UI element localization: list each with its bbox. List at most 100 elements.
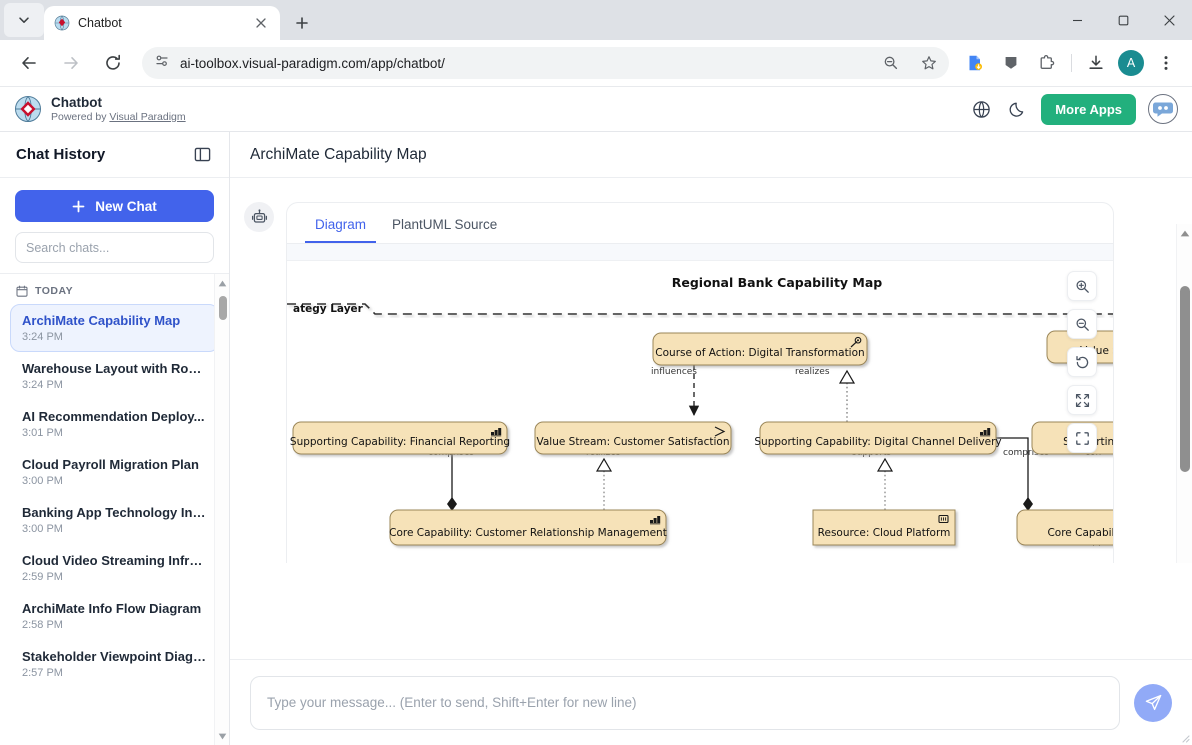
main-scrollbar-thumb[interactable] — [1180, 286, 1190, 472]
chat-item-cloud-video-streaming[interactable]: Cloud Video Streaming Infra... 2:59 PM — [10, 544, 219, 592]
downloads-icon[interactable] — [1081, 48, 1111, 78]
three-dot-menu-icon[interactable] — [1151, 48, 1181, 78]
search-input[interactable] — [15, 232, 214, 263]
chat-item-time: 3:01 PM — [22, 427, 63, 439]
diagram-node[interactable]: Course of Action: Digital Transformation — [652, 332, 868, 366]
reload-button[interactable] — [97, 47, 129, 79]
fullscreen-frame-icon — [1075, 431, 1089, 445]
plus-icon — [296, 17, 308, 29]
browser-tabstrip: Chatbot — [0, 0, 1192, 40]
window-close-button[interactable] — [1146, 0, 1192, 40]
diagram-node-label: Resource: Cloud Platform — [818, 527, 951, 539]
diagram-node[interactable]: Supporting Capability: Digital Channel D… — [754, 421, 1002, 455]
bookmark-manager-icon[interactable] — [996, 48, 1026, 78]
chat-item-stakeholder-viewpoint[interactable]: Stakeholder Viewpoint Diagr... 2:57 PM — [10, 640, 219, 688]
scroll-up-arrow-icon[interactable] — [215, 276, 229, 290]
visual-paradigm-globe-icon — [54, 15, 70, 31]
page-title: ArchiMate Capability Map — [230, 132, 1192, 178]
diagram-node[interactable]: Supporting Capability: Financial Reporti… — [290, 421, 510, 455]
visual-paradigm-logo-icon — [14, 95, 42, 123]
brand-title: Chatbot — [51, 95, 102, 111]
new-tab-button[interactable] — [288, 9, 316, 37]
maximize-button[interactable] — [1100, 0, 1146, 40]
diagram-node[interactable]: Resource: Cloud Platform — [812, 509, 956, 546]
send-button[interactable] — [1134, 683, 1172, 722]
diagram-node[interactable]: Core Capabilit — [1016, 509, 1113, 546]
tab-search-button[interactable] — [4, 3, 44, 37]
new-chat-button[interactable]: New Chat — [15, 190, 214, 222]
chat-item-cloud-payroll[interactable]: Cloud Payroll Migration Plan 3:00 PM — [10, 448, 219, 496]
chat-item-banking-app[interactable]: Banking App Technology Int... 3:00 PM — [10, 496, 219, 544]
address-bar-url: ai-toolbox.visual-paradigm.com/app/chatb… — [180, 55, 445, 71]
minimize-button[interactable] — [1054, 0, 1100, 40]
tab-diagram[interactable]: Diagram — [305, 211, 377, 243]
resize-handle[interactable] — [1180, 733, 1190, 743]
diagram-node[interactable]: Value Stream: Customer Satisfaction — [534, 421, 732, 455]
language-button[interactable] — [969, 97, 993, 121]
brand[interactable]: Chatbot Powered by Visual Paradigm — [14, 95, 186, 123]
tab-plantuml-source[interactable]: PlantUML Source — [392, 217, 498, 232]
sidebar-scrollbar-thumb[interactable] — [219, 296, 227, 320]
value-stream-icon — [714, 426, 726, 437]
fullscreen-button[interactable] — [1067, 423, 1097, 453]
zoom-in-button[interactable] — [1067, 271, 1097, 301]
chat-item-archimate-info-flow[interactable]: ArchiMate Info Flow Diagram 2:58 PM — [10, 592, 219, 640]
chat-item-time: 3:00 PM — [22, 523, 63, 535]
theme-toggle-button[interactable] — [1005, 97, 1029, 121]
maximize-icon — [1118, 15, 1128, 25]
forward-button[interactable] — [55, 47, 87, 79]
chat-item-title: Banking App Technology Int... — [22, 505, 207, 520]
address-bar[interactable]: ai-toolbox.visual-paradigm.com/app/chatb… — [142, 47, 949, 79]
more-apps-button[interactable]: More Apps — [1041, 93, 1136, 125]
page-settings-icon[interactable] — [154, 53, 170, 74]
zoom-in-icon — [1075, 279, 1089, 293]
diagram-node-label: Supporting Capability: Digital Channel D… — [754, 436, 1001, 448]
plus-icon — [72, 200, 85, 212]
fit-screen-button[interactable] — [1067, 385, 1097, 415]
extensions-puzzle-icon[interactable] — [1032, 48, 1062, 78]
diagram-node-label: Value Stream: Customer Satisfaction — [537, 436, 730, 448]
panel-collapse-icon[interactable] — [191, 144, 213, 166]
star-icon[interactable] — [915, 49, 943, 77]
page-save-extension-icon[interactable] — [960, 48, 990, 78]
sidebar-divider — [0, 273, 229, 274]
brand-text: Chatbot Powered by Visual Paradigm — [51, 95, 186, 123]
zoom-out-icon[interactable] — [877, 49, 905, 77]
chatbot-avatar-icon[interactable] — [1148, 94, 1178, 124]
visual-paradigm-link[interactable]: Visual Paradigm — [109, 110, 186, 123]
browser-tab-chatbot[interactable]: Chatbot — [44, 6, 280, 40]
chat-item-ai-recommendation[interactable]: AI Recommendation Deploy... 3:01 PM — [10, 400, 219, 448]
diagram-toolbar-strip — [287, 244, 1113, 261]
chat-item-title: Cloud Payroll Migration Plan — [22, 457, 199, 472]
chat-item-title: AI Recommendation Deploy... — [22, 409, 205, 424]
diagram-node[interactable]: Core Capability: Customer Relationship M… — [389, 509, 667, 546]
reset-zoom-button[interactable] — [1067, 347, 1097, 377]
moon-icon — [1009, 102, 1024, 117]
message-composer — [230, 659, 1192, 745]
svg-text:Regional Bank Capability Map: Regional Bank Capability Map — [672, 275, 883, 290]
main-scrollbar[interactable] — [1176, 224, 1192, 563]
zoom-out-button[interactable] — [1067, 309, 1097, 339]
new-chat-wrapper: New Chat — [0, 178, 229, 222]
chat-item-title: ArchiMate Capability Map — [22, 313, 181, 328]
minimize-icon — [1072, 19, 1082, 21]
scroll-up-arrow-icon[interactable] — [1177, 226, 1192, 241]
back-arrow-icon — [22, 57, 36, 69]
profile-avatar[interactable]: A — [1118, 50, 1144, 76]
brand-subtitle: Powered by Visual Paradigm — [51, 111, 186, 123]
scroll-down-arrow-icon[interactable] — [215, 729, 229, 743]
diagram-canvas[interactable]: Regional Bank Capability Map ategy Layer — [287, 261, 1113, 563]
chat-item-warehouse-layout[interactable]: Warehouse Layout with Rob... 3:24 PM — [10, 352, 219, 400]
message-area: Diagram PlantUML Source — [230, 178, 1192, 563]
app-header: Chatbot Powered by Visual Paradigm More … — [0, 87, 1192, 132]
browser-toolbar: ai-toolbox.visual-paradigm.com/app/chatb… — [0, 40, 1192, 87]
chevron-down-icon — [19, 17, 29, 23]
diagram-node-label: Core Capability: Customer Relationship M… — [389, 527, 667, 539]
close-icon[interactable] — [252, 14, 270, 32]
chat-item-archimate-capability-map[interactable]: ArchiMate Capability Map 3:24 PM — [10, 304, 219, 352]
message-input[interactable] — [250, 675, 1120, 730]
card-tabs: Diagram PlantUML Source — [287, 203, 1113, 244]
back-button[interactable] — [13, 47, 45, 79]
sidebar-scrollbar[interactable] — [214, 274, 229, 745]
